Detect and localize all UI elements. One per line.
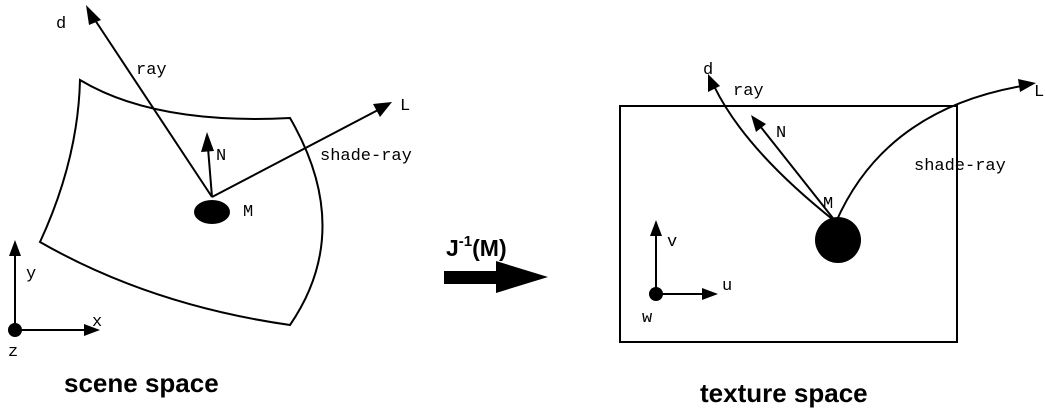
transform-arrow-shaft [444,271,500,284]
texture-ray-curve [713,85,837,223]
scene-label-z: z [8,343,18,362]
scene-label-x: x [92,313,102,332]
texture-label-v: v [667,233,677,252]
texture-label-m: M [823,195,833,214]
texture-u-axis-arrowhead [702,288,718,300]
texture-space-panel: d ray L N M shade-ray u v w texture spac… [619,61,1044,408]
texture-point-m [815,217,861,263]
texture-label-shade-ray: shade-ray [914,157,1006,176]
scene-label-l: L [400,97,410,116]
texture-shade-ray-arrowhead [1018,79,1036,92]
texture-rectangle [619,105,958,343]
scene-x-axis-arrowhead [84,324,100,336]
texture-label-d: d [703,61,713,80]
texture-caption: texture space [700,378,868,408]
scene-space-panel: d ray L N M shade-ray x y z scene space [8,5,412,398]
texture-label-u: u [722,277,732,296]
scene-surface-patch [38,78,324,327]
scene-y-axis-arrowhead [9,240,21,256]
scene-ray-line [92,16,213,198]
transform-arrow-group: J-1(M) [444,233,548,293]
transform-label: J-1(M) [446,233,507,261]
scene-label-d: d [56,15,66,34]
texture-normal-arrowhead [751,115,766,132]
scene-point-m [194,200,230,224]
texture-normal-line [759,125,837,223]
scene-z-axis-dot [8,323,22,337]
scene-shade-ray-line [211,109,379,198]
scene-shade-ray-arrowhead [373,102,392,117]
scene-caption: scene space [64,368,219,398]
scene-normal-arrowhead [201,132,214,152]
texture-label-w: w [642,309,653,328]
scene-ray-arrowhead [86,5,101,25]
texture-shade-ray-curve [835,85,1023,223]
texture-label-ray: ray [733,82,764,101]
texture-label-l: L [1034,83,1044,102]
texture-v-axis-arrowhead [650,220,662,236]
scene-normal-line [207,147,213,198]
transform-arrow-head [496,261,548,293]
texture-ray-arrowhead [708,74,720,92]
scene-label-shade-ray: shade-ray [320,147,412,166]
scene-label-y: y [26,265,36,284]
scene-label-n: N [216,147,226,166]
scene-label-ray: ray [136,61,167,80]
texture-label-n: N [776,124,786,143]
scene-label-m: M [243,203,253,222]
texture-w-axis-dot [649,287,663,301]
